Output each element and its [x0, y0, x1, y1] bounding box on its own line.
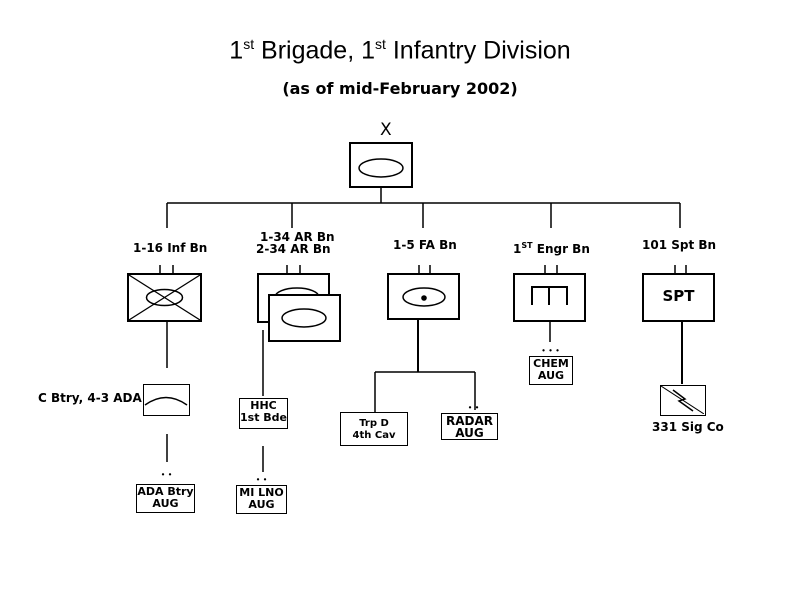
chem-line1: CHEM [533, 357, 569, 370]
ada-aug-line1: ADA Btry [137, 485, 194, 498]
c-btry-label: C Btry, 4-3 ADA [38, 391, 142, 405]
battalion-label-spt: 101 Spt Bn [642, 238, 717, 252]
mi-aug-echelon-dots: • • [256, 475, 268, 484]
mi-lno-aug-box: MI LNO AUG [236, 485, 287, 514]
battalion-label-inf: 1-16 Inf Bn [133, 241, 208, 255]
battalion-label-engr: 1ST Engr Bn [513, 241, 590, 256]
ada-btry-aug-box: ADA Btry AUG [136, 484, 195, 513]
air-defense-arc-icon [144, 396, 188, 406]
infantry-battalion-symbol [127, 273, 202, 322]
brigade-hq-symbol [349, 142, 413, 188]
signal-lightning-icon [661, 386, 704, 414]
ada-aug-line2: AUG [152, 497, 179, 510]
armor-oval-icon [281, 308, 327, 328]
chem-aug-echelon-dots: • • • [542, 346, 560, 355]
support-symbol-text: SPT [662, 287, 695, 305]
hhc-line2: 1st Bde [240, 411, 288, 424]
battalion-label-ar-2: 2-34 AR Bn [256, 242, 331, 256]
artillery-oval-dot-icon [402, 287, 446, 307]
engineer-castle-icon [531, 286, 568, 305]
sig-co-label: 331 Sig Co [652, 420, 724, 434]
trp-line2: 4th Cav [352, 430, 396, 441]
support-battalion-symbol: SPT [642, 273, 715, 322]
chem-line2: AUG [537, 369, 565, 382]
brigade-hq-oval-icon [358, 158, 404, 178]
trp-line1: Trp D [359, 418, 389, 429]
chem-aug-box: CHEM AUG [529, 356, 573, 385]
mi-line1: MI LNO [239, 486, 284, 499]
signal-company-symbol [660, 385, 706, 416]
battalion-label-fa: 1-5 FA Bn [393, 238, 457, 252]
field-artillery-battalion-symbol [387, 273, 460, 320]
engineer-battalion-symbol [513, 273, 586, 322]
trp-d-box: Trp D 4th Cav [340, 412, 408, 446]
ada-battery-symbol [143, 384, 190, 416]
ada-aug-echelon-dots: • • [161, 470, 173, 479]
brigade-echelon-mark: X [380, 120, 392, 140]
infantry-cross-icon [129, 275, 200, 320]
armor-battalion-symbol-2 [268, 294, 341, 342]
battalion-label-ar-1: 1-34 AR Bn [260, 230, 335, 244]
radar-line2: AUG [455, 426, 484, 440]
hhc-box: HHC 1st Bde [239, 398, 288, 429]
page-title: 1st Brigade, 1st Infantry Division [229, 36, 571, 65]
hhc-line1: HHC [250, 399, 277, 412]
radar-aug-echelon-dots: • • [468, 403, 480, 412]
page-subtitle: (as of mid-February 2002) [282, 79, 518, 98]
mi-line2: AUG [248, 498, 275, 511]
radar-line1: RADAR [445, 414, 493, 428]
radar-aug-box: RADAR AUG [441, 413, 498, 440]
